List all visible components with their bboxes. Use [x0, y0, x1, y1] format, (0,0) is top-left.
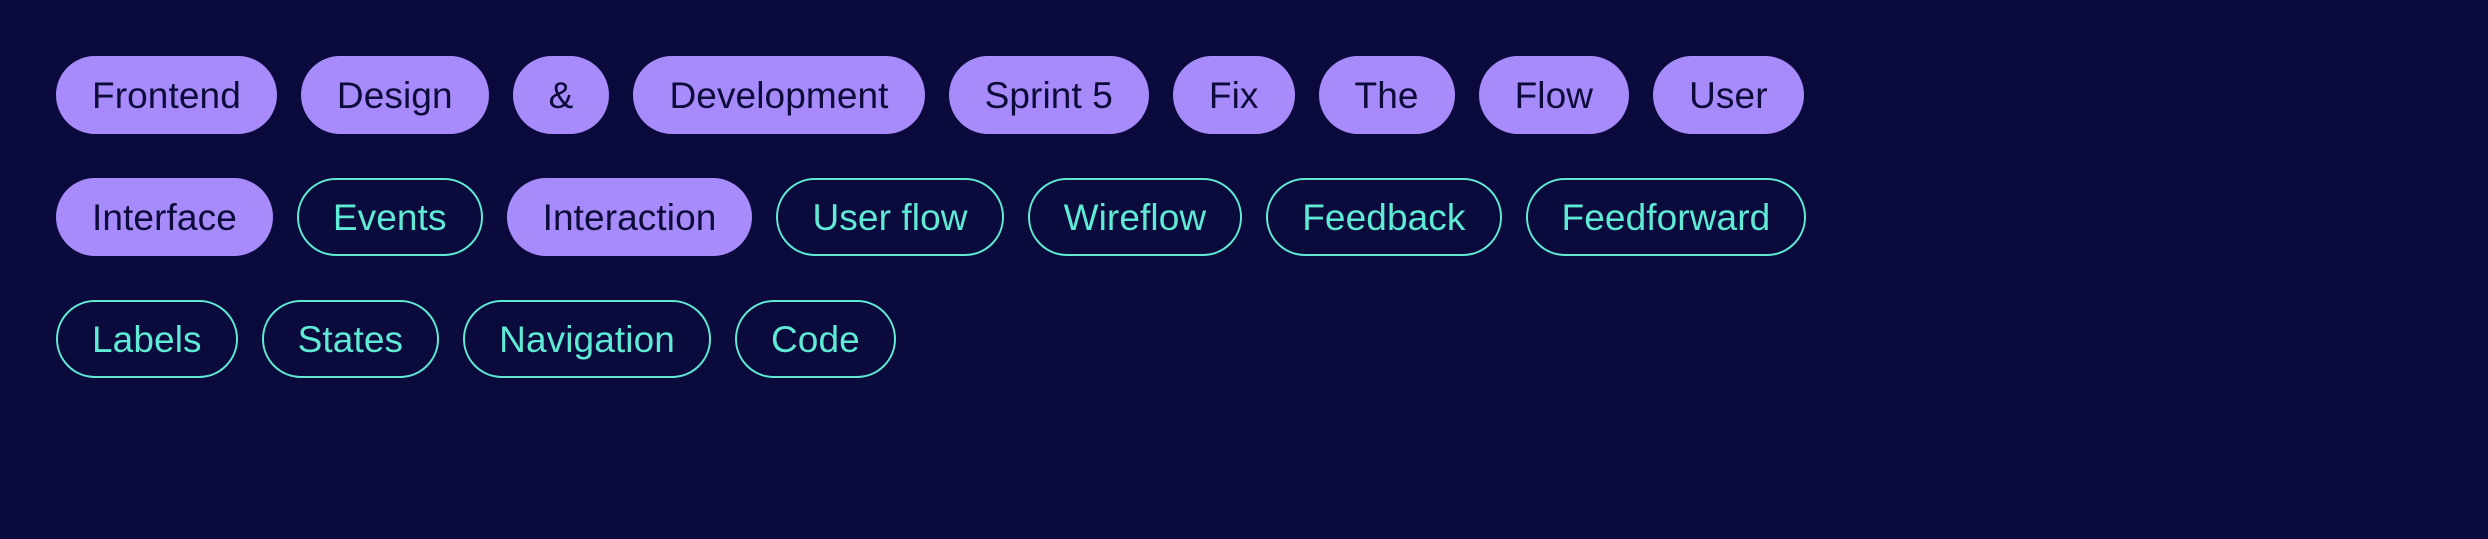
tag-chip[interactable]: Navigation	[463, 300, 711, 378]
tag-chip-label: Feedforward	[1561, 196, 1771, 238]
tag-chip-label: Design	[336, 74, 453, 116]
tag-chip[interactable]: Flow	[1478, 56, 1630, 134]
tag-chip-label: Fix	[1208, 74, 1259, 116]
tag-chip[interactable]: Frontend	[56, 56, 277, 134]
tag-chip[interactable]: Development	[633, 56, 925, 134]
tag-chip-label: Flow	[1514, 74, 1594, 116]
tag-chip-label: &	[548, 74, 574, 116]
tag-chip[interactable]: Feedback	[1266, 178, 1502, 256]
tag-chip-label: The	[1354, 74, 1419, 116]
tag-chip-label: Interaction	[542, 196, 717, 238]
tag-chip[interactable]: Events	[296, 178, 483, 256]
tag-chip[interactable]: Wireflow	[1027, 178, 1243, 256]
tag-chip-label: Development	[669, 74, 889, 116]
tag-chip[interactable]: Code	[734, 300, 896, 378]
tag-chip-label: Navigation	[499, 318, 675, 360]
tag-chip[interactable]: Fix	[1172, 56, 1295, 134]
tag-chip[interactable]: &	[512, 56, 610, 134]
tag-chip-label: States	[297, 318, 404, 360]
tag-chip-label: Labels	[92, 318, 202, 360]
tag-chip[interactable]: Interaction	[506, 178, 753, 256]
tag-chip-label: Feedback	[1302, 196, 1466, 238]
tag-chip-label: Code	[770, 318, 860, 360]
tag-chip-label: Frontend	[92, 74, 241, 116]
tag-chip-label: User	[1689, 74, 1768, 116]
tag-chip[interactable]: Design	[300, 56, 489, 134]
tag-chip-label: User flow	[812, 196, 968, 238]
tag-chip-label: Wireflow	[1063, 196, 1207, 238]
tag-chip[interactable]: Sprint 5	[948, 56, 1149, 134]
tag-chip[interactable]: User flow	[776, 178, 1004, 256]
tag-chip[interactable]: The	[1318, 56, 1455, 134]
tag-chip[interactable]: User	[1653, 56, 1804, 134]
tag-chip-label: Interface	[92, 196, 237, 238]
tag-chip-label: Sprint 5	[984, 74, 1113, 116]
tag-chip-label: Events	[332, 196, 447, 238]
tag-chip[interactable]: States	[261, 300, 440, 378]
tag-chip[interactable]: Labels	[56, 300, 238, 378]
tag-chip[interactable]: Feedforward	[1525, 178, 1807, 256]
tag-chip[interactable]: Interface	[56, 178, 273, 256]
